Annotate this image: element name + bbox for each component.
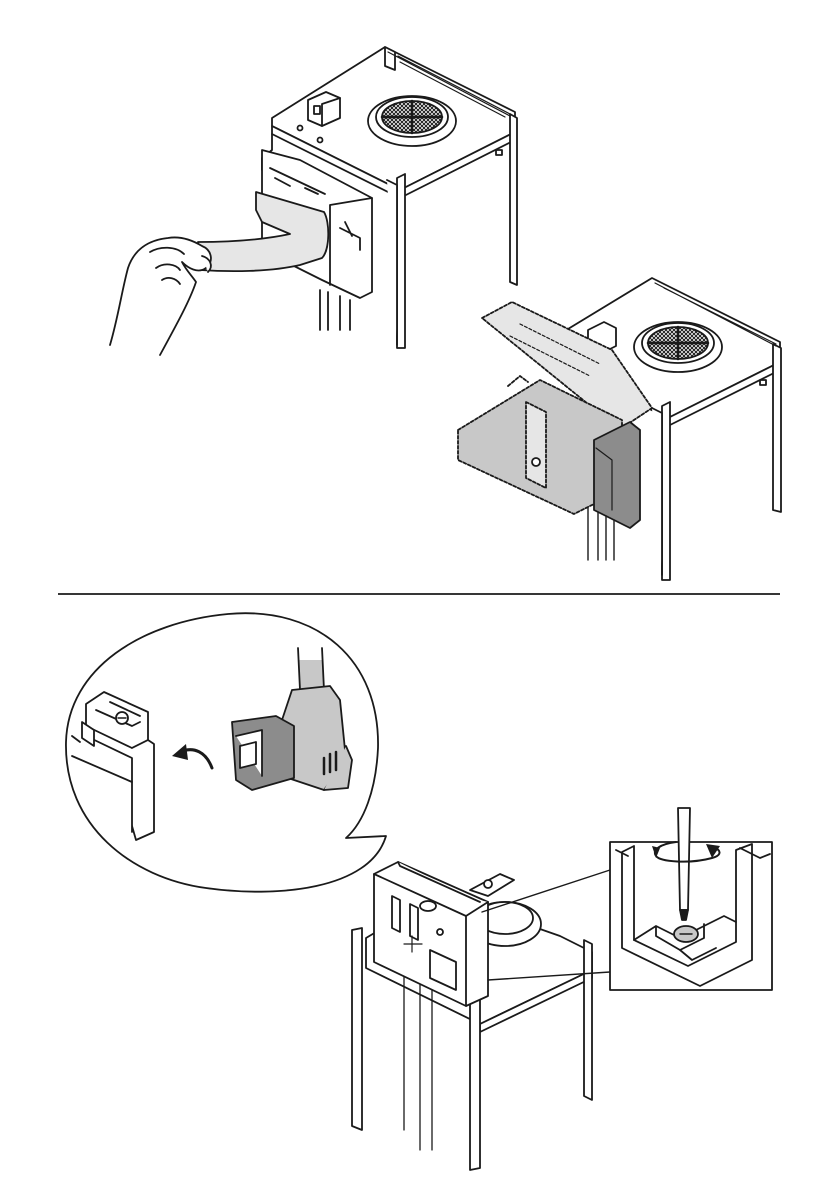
step-3-panel (66, 613, 772, 1170)
control-box-front (594, 422, 640, 528)
screwdriver-icon (678, 808, 690, 920)
flue-ring (634, 322, 722, 372)
lid-slot (496, 150, 502, 155)
screw-detail-box (610, 842, 772, 990)
step-2-panel (458, 278, 781, 580)
lid-slot (760, 380, 766, 385)
flue-ring (368, 96, 456, 146)
step-1-panel (110, 47, 517, 355)
top-fitting (308, 92, 340, 126)
hand-icon (110, 237, 211, 355)
control-box (374, 862, 488, 1006)
